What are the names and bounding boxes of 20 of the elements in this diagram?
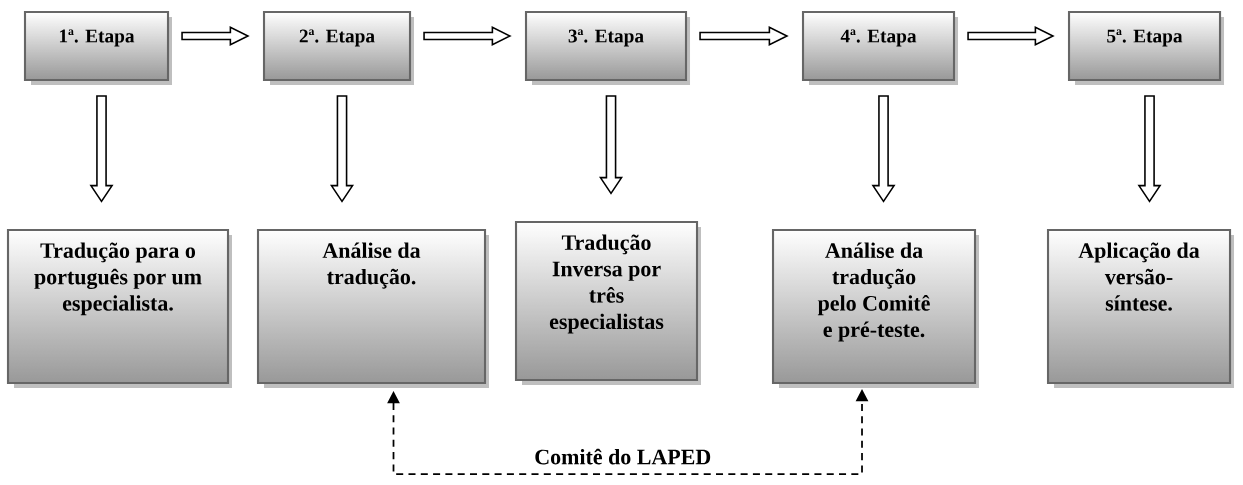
- description-box: Aplicação da versão-síntese.: [1046, 228, 1234, 388]
- block-arrow: [599, 95, 624, 195]
- block-arrow: [89, 95, 114, 203]
- step-box: 4ª. Etapa: [801, 10, 958, 85]
- description-box: Análise da tradução.: [256, 228, 489, 388]
- step-box: 2ª. Etapa: [262, 10, 414, 85]
- block-arrow: [699, 25, 789, 47]
- step-box: 1ª. Etapa: [23, 10, 172, 85]
- block-arrow: [423, 25, 512, 47]
- step-box: 3ª. Etapa: [524, 10, 690, 85]
- step-box: 5ª. Etapa: [1067, 10, 1224, 85]
- description-box: Tradução Inversa por três especialistas: [514, 220, 701, 385]
- description-box: Tradução para o português por um especialista.: [6, 228, 232, 388]
- description-box: Análise da tradução pelo Comitê e pré-teste.: [771, 228, 979, 388]
- edge-label: Comitê do LAPED: [530, 445, 715, 468]
- block-arrow: [1137, 95, 1162, 203]
- block-arrow: [967, 25, 1055, 47]
- block-arrow: [330, 95, 355, 203]
- block-arrow: [871, 95, 896, 203]
- block-arrow: [181, 25, 250, 47]
